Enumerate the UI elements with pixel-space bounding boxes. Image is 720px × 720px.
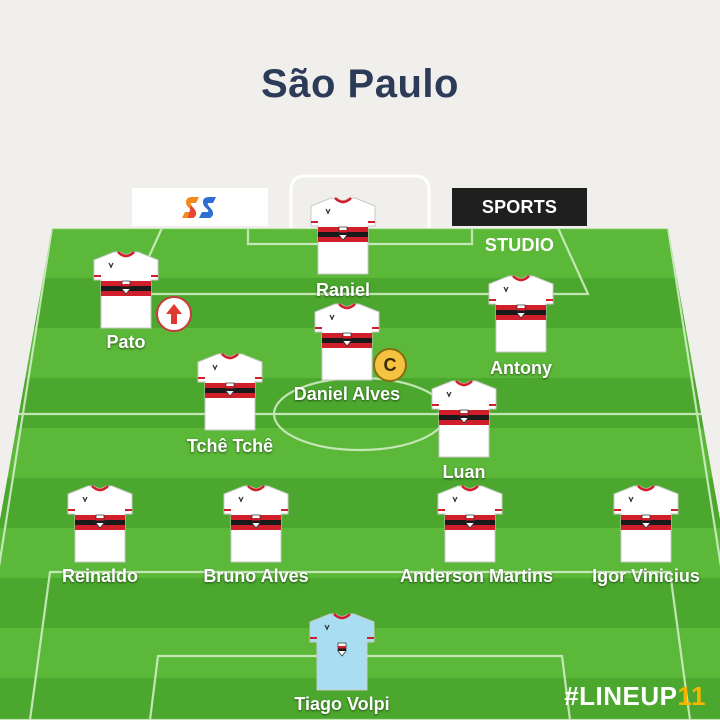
player-name: Bruno Alves [203, 566, 309, 586]
player-shirt-icon [313, 300, 381, 387]
player-name: Tchê Tchê [186, 436, 274, 456]
player-shirt-icon [309, 194, 377, 281]
player-name: Raniel [315, 280, 371, 300]
player-name: Igor Vinicius [592, 566, 700, 586]
player-name: Reinaldo [61, 566, 138, 586]
player-shirt-icon [487, 272, 555, 359]
goalkeeper-shirt-icon [308, 610, 376, 697]
ss-logo-icon [182, 197, 216, 218]
sponsor-logo-left [132, 188, 268, 226]
player-name: Pato [106, 332, 146, 352]
hashtag-number: 11 [677, 681, 706, 711]
sub-up-arrow-icon [156, 296, 192, 332]
captain-letter: C [383, 355, 397, 375]
player-name: Tiago Volpi [294, 694, 390, 714]
player-shirt-icon [196, 350, 264, 437]
captain-icon: C [373, 348, 407, 382]
player-name: Antony [490, 358, 552, 378]
player-shirt-icon [222, 482, 290, 569]
player-name: Anderson Martins [400, 566, 554, 586]
player-shirt-icon [430, 377, 498, 464]
player-shirt-icon [66, 482, 134, 569]
lineup11-hashtag: #LINEUP11 [564, 681, 706, 712]
player-name: Daniel Alves [293, 384, 401, 404]
hashtag-text: #LINEUP [564, 681, 678, 711]
player-name: Luan [442, 462, 486, 482]
player-shirt-icon [436, 482, 504, 569]
team-title: São Paulo [261, 62, 459, 106]
player-shirt-icon [612, 482, 680, 569]
sponsor-logo-right: SPORTS STUDIO [452, 188, 587, 255]
player-shirt-icon [92, 248, 160, 335]
